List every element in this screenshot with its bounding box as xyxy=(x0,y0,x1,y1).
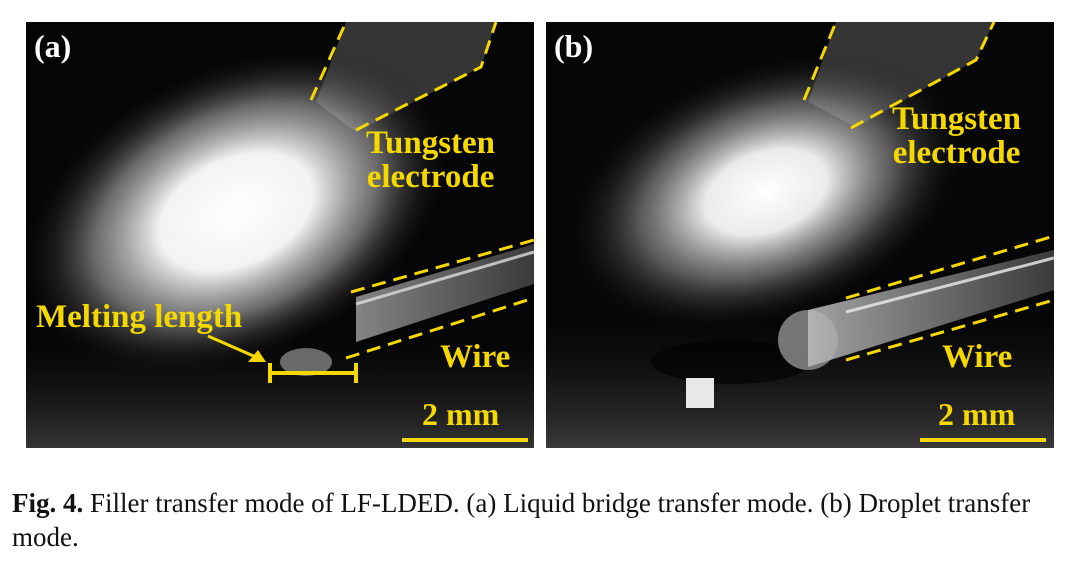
electrode-label: Tungsten electrode xyxy=(892,102,1021,170)
electrode-label-line2: electrode xyxy=(366,159,495,195)
scale-bar xyxy=(402,438,528,442)
figure-caption: Fig. 4. Filler transfer mode of LF-LDED.… xyxy=(12,486,1062,554)
wire-outline-top xyxy=(350,238,534,294)
caption-text: Filler transfer mode of LF-LDED. (a) Liq… xyxy=(12,488,1031,552)
scale-bar xyxy=(920,438,1046,442)
wire-outline-bottom xyxy=(845,298,1054,362)
panel-b-tag: (b) xyxy=(554,28,594,64)
electrode-label-line2: electrode xyxy=(892,135,1021,171)
figure-panel-a: (a) Tungsten electrode Melting length Wi… xyxy=(26,22,534,448)
wire-shape xyxy=(808,250,1054,367)
wire-label: Wire xyxy=(942,339,1013,375)
arc-glow xyxy=(563,50,969,334)
bright-spot xyxy=(686,378,714,408)
electrode-outline-right xyxy=(355,22,498,132)
figure-panel-b: (b) Tungsten electrode Wire 2 mm xyxy=(546,22,1054,448)
panel-a-tag: (a) xyxy=(34,28,72,64)
figure-label: Fig. 4. xyxy=(12,488,84,518)
electrode-outline-right xyxy=(850,22,996,130)
electrode-label-line1: Tungsten xyxy=(892,101,1022,137)
wire-outline-bottom xyxy=(345,296,534,360)
scale-label: 2 mm xyxy=(422,396,500,432)
electrode-outline-left xyxy=(309,22,348,101)
arc-glow xyxy=(26,44,454,380)
melting-length-label: Melting length xyxy=(36,299,243,335)
wire-shape xyxy=(356,244,534,342)
wire-label: Wire xyxy=(440,339,511,375)
panel-b-image xyxy=(546,22,1054,448)
melting-arrow-line xyxy=(207,334,259,360)
scale-label: 2 mm xyxy=(938,396,1016,432)
electrode-label-line1: Tungsten xyxy=(366,125,496,161)
electrode-label: Tungsten electrode xyxy=(366,126,495,194)
wire-outline-top xyxy=(845,234,1054,300)
electrode-outline-left xyxy=(802,22,838,101)
panel-a-image xyxy=(26,22,534,448)
melting-arrow-head xyxy=(248,350,266,362)
